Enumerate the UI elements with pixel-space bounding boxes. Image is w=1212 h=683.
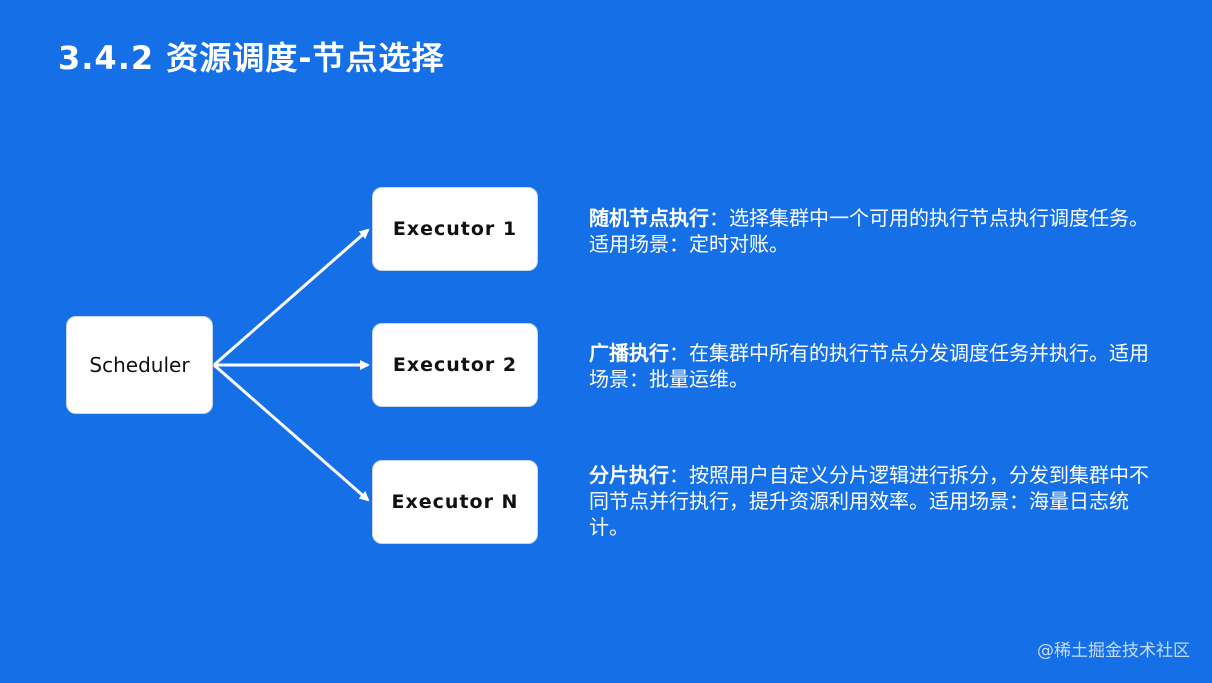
description-separator: ： [669,341,689,365]
description-sharding: 分片执行：按照用户自定义分片逻辑进行拆分，分发到集群中不同节点并行执行，提升资源… [589,462,1149,540]
watermark: @稀土掘金技术社区 [1037,641,1190,661]
description-random-node: 随机节点执行：选择集群中一个可用的执行节点执行调度任务。适用场景：定时对账。 [589,205,1149,257]
description-label: 广播执行 [589,341,669,365]
description-broadcast: 广播执行：在集群中所有的执行节点分发调度任务并执行。适用场景：批量运维。 [589,340,1149,392]
slide-title: 3.4.2 资源调度-节点选择 [58,39,445,77]
description-separator: ： [709,206,729,230]
executor-n-node: Executor N [372,460,538,544]
description-text: 在集群中所有的执行节点分发调度任务并执行。适用场景：批量运维。 [589,341,1149,391]
description-label: 随机节点执行 [589,206,709,230]
description-separator: ： [669,463,689,487]
description-label: 分片执行 [589,463,669,487]
description-text: 按照用户自定义分片逻辑进行拆分，分发到集群中不同节点并行执行，提升资源利用效率。… [589,463,1149,539]
executor-1-node: Executor 1 [372,187,538,271]
description-text: 选择集群中一个可用的执行节点执行调度任务。适用场景：定时对账。 [589,206,1149,256]
scheduler-node: Scheduler [66,316,213,414]
executor-2-node: Executor 2 [372,323,538,407]
arrow-to-executor-1 [213,228,370,367]
arrow-to-executor-n [213,363,370,502]
